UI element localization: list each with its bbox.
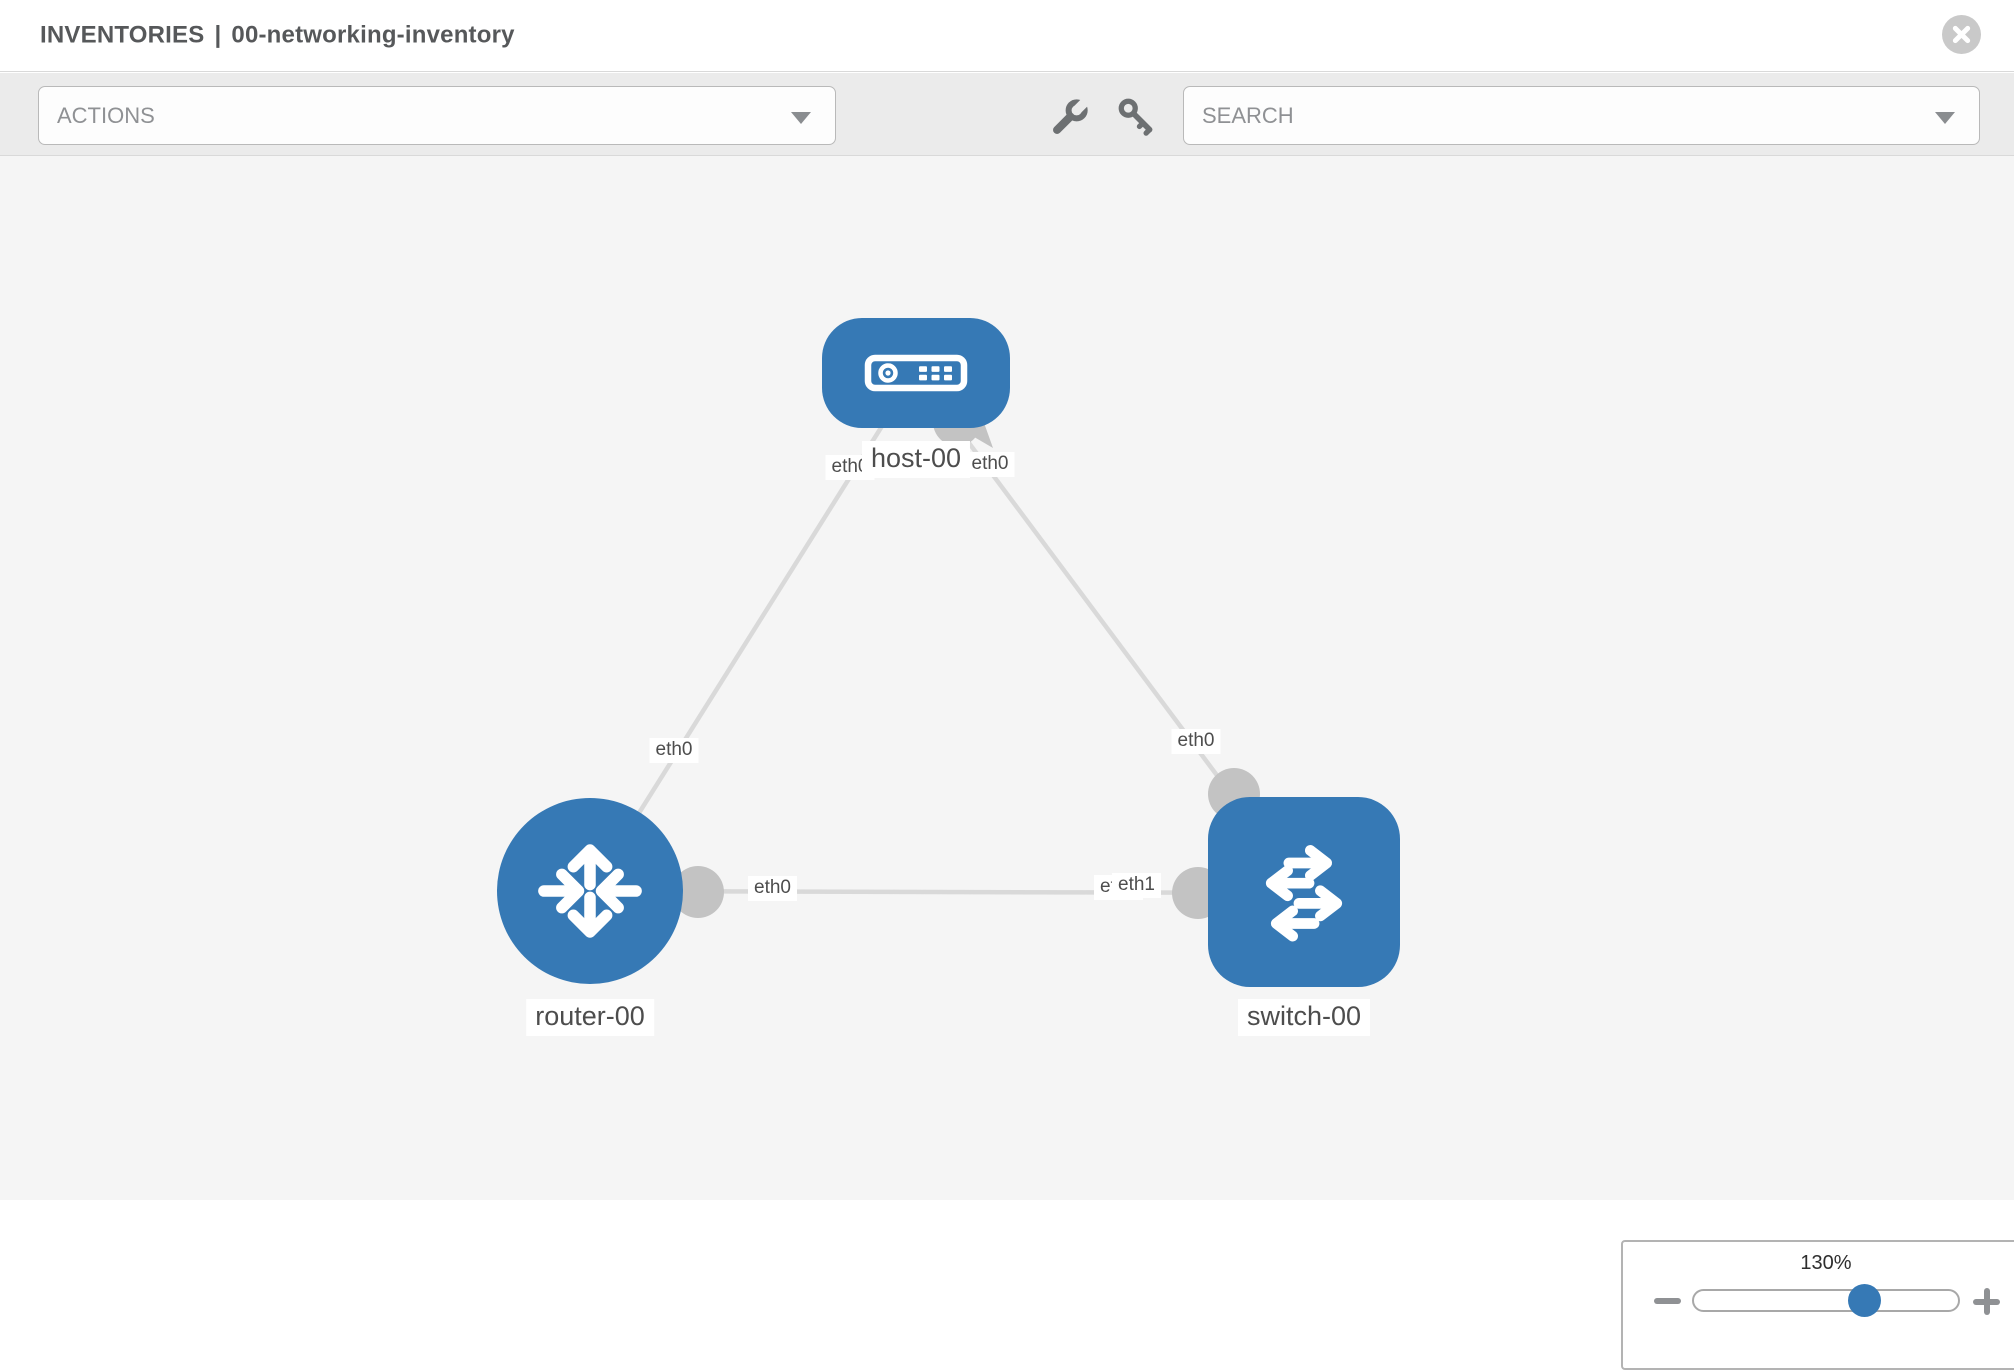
switch-icon bbox=[1265, 845, 1343, 942]
zoom-in-button[interactable] bbox=[1973, 1288, 2000, 1315]
interface-stub-router-eth0 bbox=[672, 866, 724, 918]
panel-header: INVENTORIES | 00-networking-inventory bbox=[0, 0, 2014, 72]
page-title-section: INVENTORIES bbox=[40, 20, 205, 48]
topology-canvas[interactable]: host-00 router-00 switch-00 eth0 eth0 et… bbox=[0, 156, 2014, 1370]
search-dropdown-label: SEARCH bbox=[1202, 103, 1294, 128]
links-layer bbox=[588, 370, 1306, 919]
node-label-router: router-00 bbox=[526, 999, 654, 1036]
router-icon bbox=[538, 844, 642, 938]
port-label-router-eth0-top: eth0 bbox=[649, 738, 699, 763]
zoom-slider-thumb[interactable] bbox=[1848, 1284, 1881, 1317]
page-title: INVENTORIES | 00-networking-inventory bbox=[40, 21, 515, 49]
credentials-button[interactable] bbox=[1115, 95, 1159, 139]
port-label-switch-eth1: eth1 bbox=[1112, 873, 1161, 898]
node-switch-00[interactable] bbox=[1208, 797, 1400, 987]
search-dropdown[interactable]: SEARCH bbox=[1183, 86, 1980, 145]
node-host-00[interactable] bbox=[822, 318, 1010, 428]
node-label-host: host-00 bbox=[861, 441, 971, 478]
port-label-router-eth0-side: eth0 bbox=[748, 876, 797, 901]
inventory-name: 00-networking-inventory bbox=[231, 20, 515, 48]
configure-button[interactable] bbox=[1048, 95, 1092, 139]
actions-dropdown[interactable]: ACTIONS bbox=[38, 86, 836, 145]
zoom-out-button[interactable] bbox=[1654, 1298, 1681, 1304]
host-icon bbox=[864, 354, 968, 392]
zoom-slider-track[interactable] bbox=[1692, 1289, 1960, 1312]
key-icon bbox=[1118, 98, 1153, 136]
chevron-down-icon bbox=[1935, 112, 1955, 124]
node-router-00[interactable] bbox=[497, 798, 683, 984]
close-button[interactable] bbox=[1942, 15, 1981, 54]
wrench-icon bbox=[1053, 96, 1091, 134]
node-label-switch: switch-00 bbox=[1237, 999, 1371, 1036]
actions-dropdown-label: ACTIONS bbox=[57, 103, 155, 128]
chevron-down-icon bbox=[791, 112, 811, 124]
close-icon bbox=[1952, 25, 1971, 44]
port-label-host-eth0-right: eth0 bbox=[965, 452, 1015, 477]
port-label-switch-eth0: eth0 bbox=[1171, 729, 1221, 754]
zoom-level-readout: 130% bbox=[1800, 1252, 1852, 1274]
page-title-separator: | bbox=[214, 20, 222, 48]
toolbar: ACTIONS SEARCH bbox=[0, 73, 2014, 156]
zoom-panel: 130% bbox=[1621, 1240, 2014, 1370]
